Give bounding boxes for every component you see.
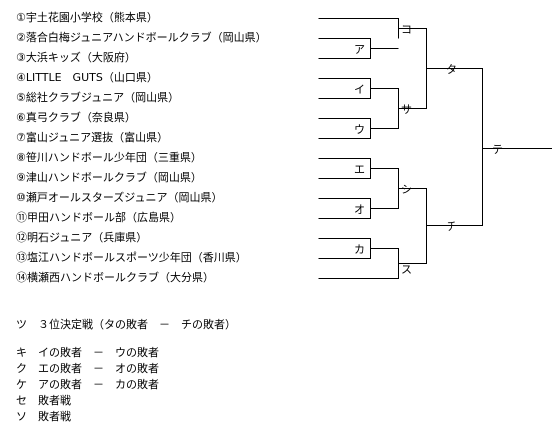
consolation-note-ke: ケ アの敗者 － カの敗者: [16, 378, 159, 391]
bracket-lines: [318, 18, 552, 279]
team-5: ⑤総社クラブジュニア（岡山県）: [16, 91, 180, 104]
team-13: ⑬塩江ハンドボールスポーツ少年団（香川県）: [16, 251, 247, 264]
match-label-ko: コ: [401, 23, 412, 36]
line-match-chi: [398, 188, 427, 264]
match-label-sa: サ: [401, 103, 412, 116]
match-labels: コ ア イ ウ エ オ カ ス タ サ シ チ テ: [354, 23, 503, 276]
line-team1: [318, 18, 399, 39]
team-2: ②落合白梅ジュニアハンドボールクラブ（岡山県）: [16, 31, 267, 44]
line-chi-to-te: [426, 148, 483, 226]
team-11: ⑪甲田ハンドボール部（広島県）: [16, 211, 181, 224]
consolation-note-ki: キ イの敗者 － ウの敗者: [16, 346, 159, 359]
team-9: ⑨津山ハンドボールクラブ（岡山県）: [16, 171, 202, 184]
third-place-note: ツ ３位決定戦（タの敗者 － チの敗者）: [16, 318, 236, 331]
line-match-shi: [370, 168, 399, 209]
team-7: ⑦富山ジュニア選抜（富山県）: [16, 131, 169, 144]
team-8: ⑧笹川ハンドボール少年団（三重県）: [16, 151, 202, 164]
match-label-u: ウ: [354, 123, 365, 136]
team-6: ⑥真弓クラブ（奈良県）: [16, 111, 136, 124]
consolation-note-so: ソ 敗者戦: [16, 410, 71, 423]
match-label-o: オ: [354, 203, 365, 216]
match-label-su: ス: [401, 263, 412, 276]
match-label-ta: タ: [446, 63, 457, 76]
match-label-i: イ: [354, 83, 365, 96]
consolation-note-se: セ 敗者戦: [16, 394, 71, 407]
match-label-te: テ: [492, 143, 503, 156]
match-label-ka: カ: [354, 243, 365, 256]
team-1: ①宇土花園小学校（熊本県）: [16, 11, 158, 24]
match-label-a: ア: [354, 43, 365, 56]
line-match-sa: [370, 88, 399, 129]
team-10: ⑩瀬戸オールスターズジュニア（岡山県）: [16, 191, 223, 204]
line-match-ta: [398, 28, 427, 109]
match-label-shi: シ: [401, 183, 412, 196]
consolation-note-ku: ク エの敗者 － オの敗者: [16, 362, 159, 375]
match-label-chi: チ: [446, 220, 457, 233]
team-12: ⑫明石ジュニア（兵庫県）: [16, 231, 148, 244]
team-14: ⑭横瀬西ハンドボールクラブ（大分県）: [16, 271, 214, 284]
team-4: ④LITTLE GUTS（山口県）: [16, 71, 158, 84]
line-ta-to-te: [426, 68, 483, 149]
match-label-e: エ: [354, 163, 365, 176]
team-3: ③大浜キッズ（大阪府）: [16, 51, 136, 64]
